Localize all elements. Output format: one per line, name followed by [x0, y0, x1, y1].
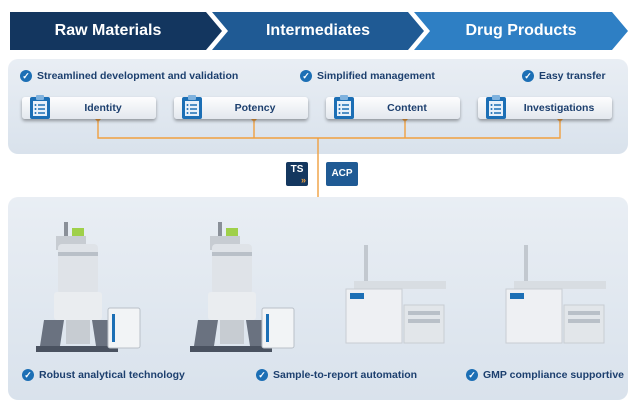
gc-instrument-icon	[345, 245, 446, 344]
feature-robust-analytical: ✓ Robust analytical technology	[22, 369, 185, 381]
clipboard-icon	[182, 95, 202, 119]
clipboard-icon	[486, 95, 506, 119]
feature-label: Simplified management	[317, 70, 435, 82]
feature-gmp-compliance: ✓ GMP compliance supportive	[466, 369, 624, 381]
chip-label: Content	[387, 102, 427, 114]
chevron-shape	[212, 12, 424, 50]
check-circle-icon: ✓	[300, 70, 312, 82]
chip-identity: Identity	[22, 95, 156, 119]
feature-label: Sample-to-report automation	[273, 369, 418, 381]
check-circle-icon: ✓	[22, 369, 34, 381]
chevron-shape	[414, 12, 628, 50]
feature-label: Streamlined development and validation	[37, 70, 239, 82]
clipboard-icon	[30, 95, 50, 119]
stage-intermediates: Intermediates	[212, 12, 424, 50]
chip-label: Investigations	[523, 102, 595, 114]
chevron-shape	[10, 12, 222, 50]
chip-potency: Potency	[174, 95, 308, 119]
acp-software-logo: ACP	[326, 162, 358, 186]
chip-label: Potency	[234, 102, 276, 114]
chip-label: Identity	[84, 102, 122, 114]
stage-label: Raw Materials	[54, 22, 162, 39]
check-circle-icon: ✓	[466, 369, 478, 381]
double-arrow-icon: »	[300, 175, 306, 185]
stage-label: Intermediates	[265, 22, 371, 39]
feature-label: Robust analytical technology	[39, 369, 185, 381]
nmr-magnet-icon	[36, 222, 141, 352]
feature-easy-transfer: ✓ Easy transfer	[522, 70, 606, 82]
ts-logo-label: TS	[290, 164, 304, 175]
feature-simplified-management: ✓ Simplified management	[300, 70, 435, 82]
check-circle-icon: ✓	[20, 70, 32, 82]
chip-content: Content	[326, 95, 460, 119]
feature-sample-to-report: ✓ Sample-to-report automation	[256, 369, 417, 381]
feature-streamlined-development: ✓ Streamlined development and validation	[20, 70, 238, 82]
feature-label: Easy transfer	[539, 70, 606, 82]
nmr-magnet-icon	[190, 222, 295, 352]
feature-label: GMP compliance supportive	[483, 369, 625, 381]
stage-label: Drug Products	[465, 22, 577, 39]
gc-instrument-icon	[505, 245, 606, 344]
ts-software-logo: TS »	[286, 162, 308, 186]
chip-investigations: Investigations	[478, 95, 612, 119]
stage-drug-products: Drug Products	[414, 12, 628, 50]
clipboard-icon	[334, 95, 354, 119]
check-circle-icon: ✓	[256, 369, 268, 381]
stage-raw-materials: Raw Materials	[10, 12, 222, 50]
check-circle-icon: ✓	[522, 70, 534, 82]
acp-logo-label: ACP	[331, 168, 353, 179]
